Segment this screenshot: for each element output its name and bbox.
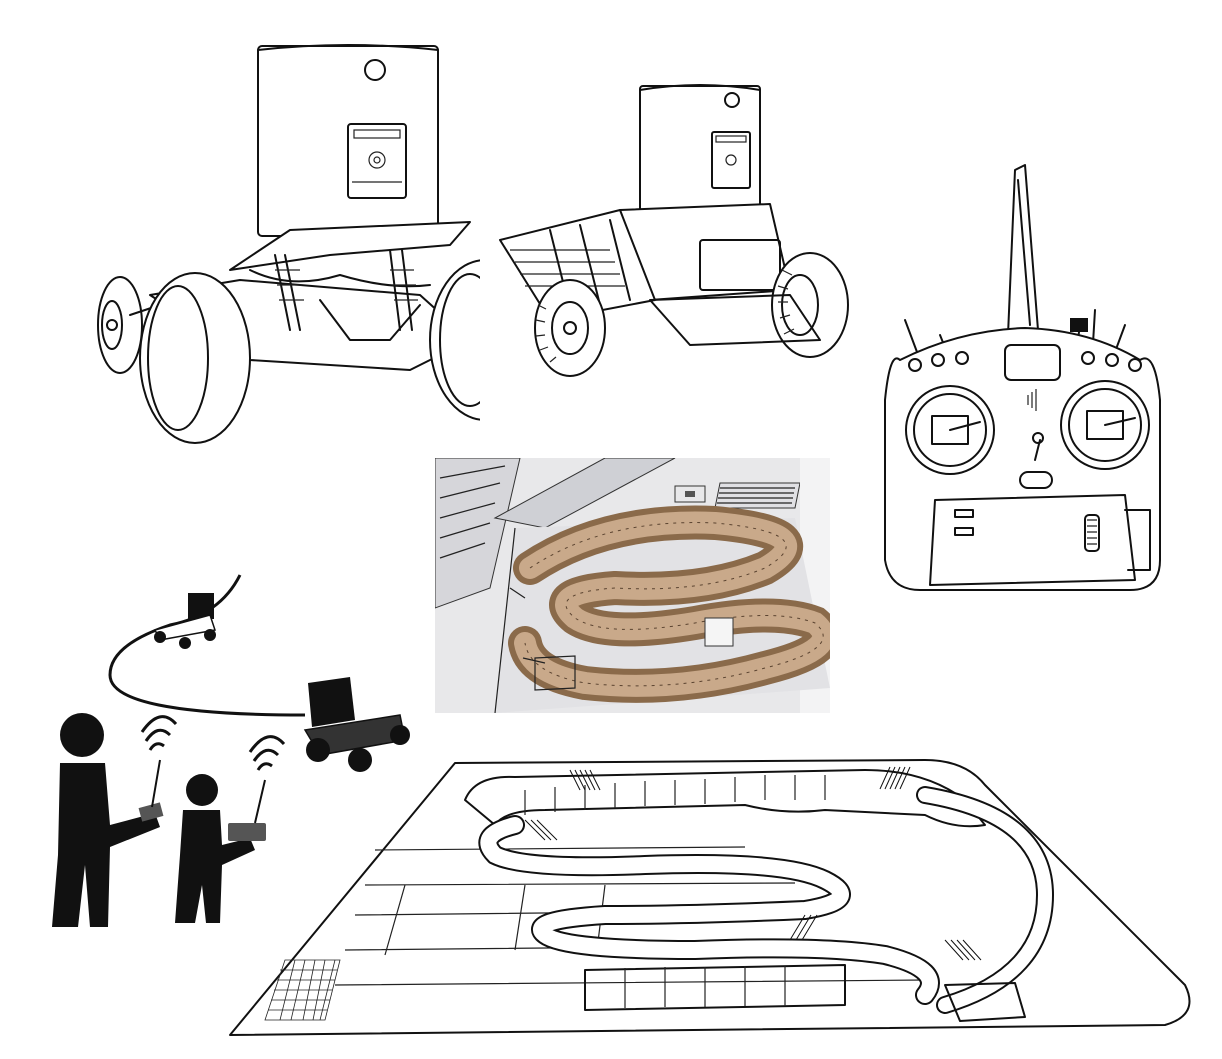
track-sketch-photo xyxy=(435,458,830,713)
track-line-drawing xyxy=(225,755,1200,1045)
rc-monster-truck-with-speaker-icon xyxy=(490,80,860,380)
people-driving-rc-cars-icon xyxy=(50,555,420,935)
rc-transmitter-icon xyxy=(880,160,1170,600)
rc-buggy-with-speaker-icon xyxy=(90,40,480,450)
